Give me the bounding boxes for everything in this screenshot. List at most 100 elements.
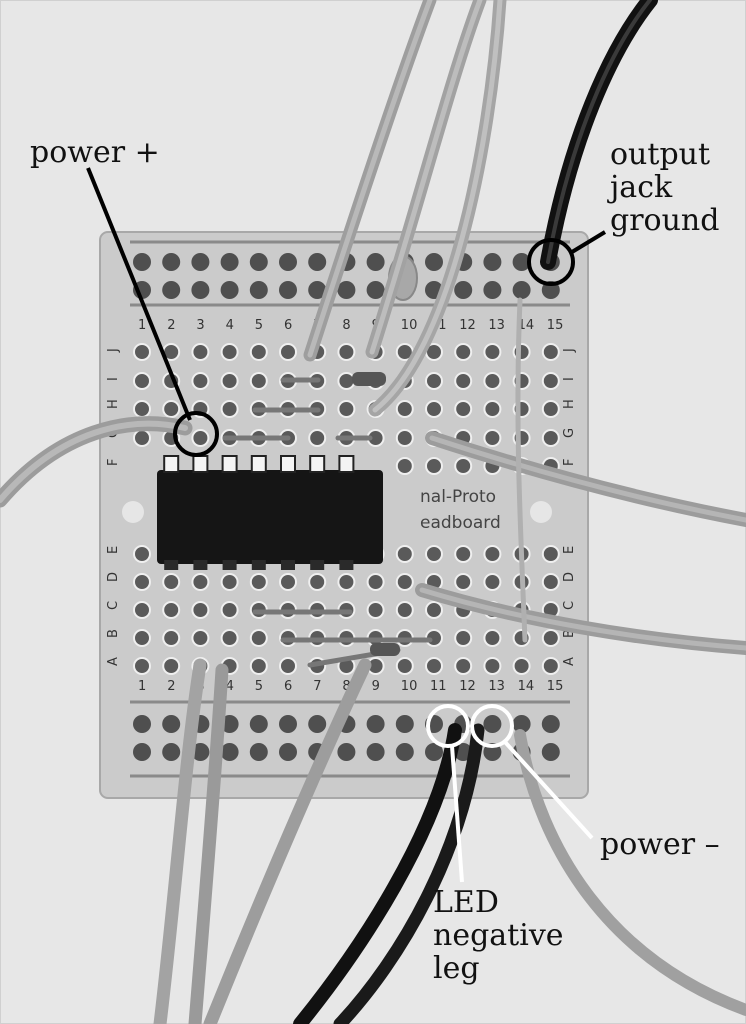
rail-hole [249,715,268,733]
board-hole [133,629,151,647]
rail-hole [366,253,385,271]
rail-hole [337,743,356,761]
column-number: 6 [284,679,292,694]
board-name-line-2: eadboard [420,513,501,533]
board-hole [483,657,502,675]
chip-pin [280,455,296,473]
board-hole [483,372,502,390]
board-hole [395,545,414,563]
callouts [86,167,607,883]
row-letter: H [106,399,121,409]
column-number: 12 [459,318,476,333]
column-number: 2 [167,318,175,333]
board-hole [454,545,473,563]
rail-hole [541,715,560,733]
board-hole [279,343,297,361]
board-hole [483,573,502,591]
board-hole [191,343,210,361]
board-hole [395,657,414,675]
rail-hole [512,715,531,733]
output-jack-ground-line-2: jack [610,170,673,205]
board-hole [308,429,327,447]
board-hole [483,429,502,447]
rail-hole [279,715,297,733]
chip-pin [281,560,295,570]
chip-pin [338,455,355,473]
rail-hole [191,253,210,271]
board-hole [220,343,239,361]
column-number: 5 [255,318,263,333]
column-number: 8 [342,679,350,694]
chip-pin [164,560,179,570]
board-hole [454,629,473,647]
power-plus-label: power + [30,135,160,170]
column-number: 12 [459,679,476,694]
row-letter: H [562,399,577,409]
board-hole [162,657,181,675]
board-hole [133,545,151,563]
board-hole [541,400,560,418]
rail-hole [483,281,502,299]
board-hole [483,343,502,361]
led-negative-leg-line-2: negative [433,918,564,953]
rail-hole [279,281,297,299]
led-negative-leg-label: LED negative leg [433,886,564,985]
board-hole [483,545,502,563]
row-letter: B [106,629,121,638]
row-letter: E [562,546,577,554]
board-hole [308,573,327,591]
board-hole [541,545,560,563]
board-hole [220,601,239,619]
led-negative-leg-line-3: leg [433,951,480,986]
column-number: 13 [488,318,505,333]
board-hole [395,573,414,591]
board-hole [541,343,560,361]
column-number: 15 [547,679,564,694]
board-hole [191,429,210,447]
board-hole [191,629,210,647]
rail-hole [133,253,151,271]
rail-hole [220,743,239,761]
board-hole [133,343,151,361]
rail-hole [483,253,502,271]
row-letter: F [106,459,121,466]
board-hole [162,629,181,647]
row-letter: E [106,546,121,554]
board-hole [425,657,443,675]
board-hole [249,657,268,675]
board-hole [541,573,560,591]
board-hole [366,573,385,591]
chip-pin [222,560,237,570]
rail-hole [483,715,502,733]
board-hole [541,657,560,675]
column-number: 10 [401,679,418,694]
board-hole [512,657,531,675]
board-hole [483,629,502,647]
column-number: 1 [138,679,146,694]
board-hole [133,657,151,675]
chip-pin [221,455,238,473]
row-letter: J [562,348,577,353]
board-hole [454,457,473,475]
rail-hole [337,281,356,299]
board-hole [541,372,560,390]
row-letter: J [106,348,121,353]
rail-hole [220,253,239,271]
board-hole [395,400,414,418]
board-hole [395,457,414,475]
board-hole [191,601,210,619]
board-hole [279,573,297,591]
chip-pin [193,560,208,570]
board-hole [366,601,385,619]
row-letter: F [562,459,577,466]
rail-hole [249,743,268,761]
board-hole [425,601,443,619]
column-number: 8 [342,318,350,333]
rail-hole [512,281,531,299]
board-hole [162,573,181,591]
row-letter: D [562,572,577,582]
column-number: 11 [430,679,447,694]
rail-hole [133,743,151,761]
board-hole [454,372,473,390]
chip-pin [250,455,267,473]
